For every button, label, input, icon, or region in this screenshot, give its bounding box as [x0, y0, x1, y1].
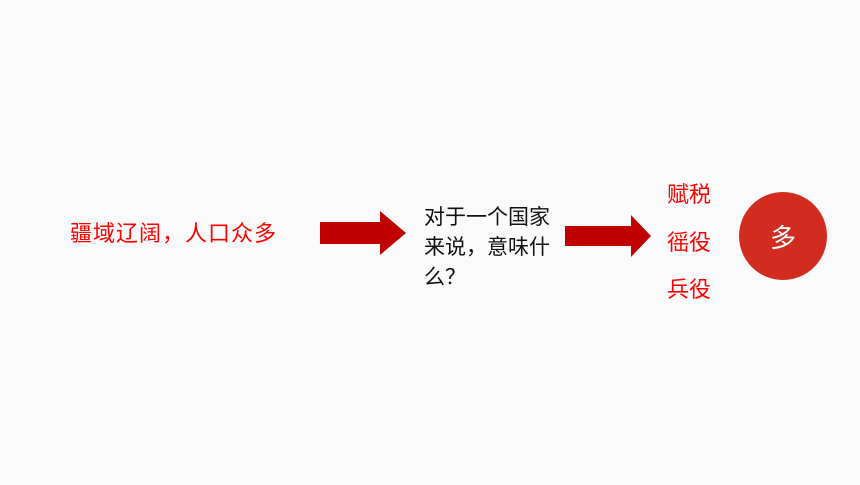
burden-corvee: 徭役 [667, 231, 712, 256]
burden-tax: 赋税 [667, 183, 712, 208]
question-text: 对于一个国家来说，意味什么？ [424, 205, 550, 289]
burden-military-service: 兵役 [667, 278, 712, 303]
circle-label: 多 [769, 223, 796, 254]
territory-population-text: 疆域辽阔，人口众多 [70, 222, 278, 247]
right-arrow-icon [320, 211, 406, 255]
right-arrow-icon [565, 215, 651, 257]
many-circle: 多 [739, 192, 827, 280]
